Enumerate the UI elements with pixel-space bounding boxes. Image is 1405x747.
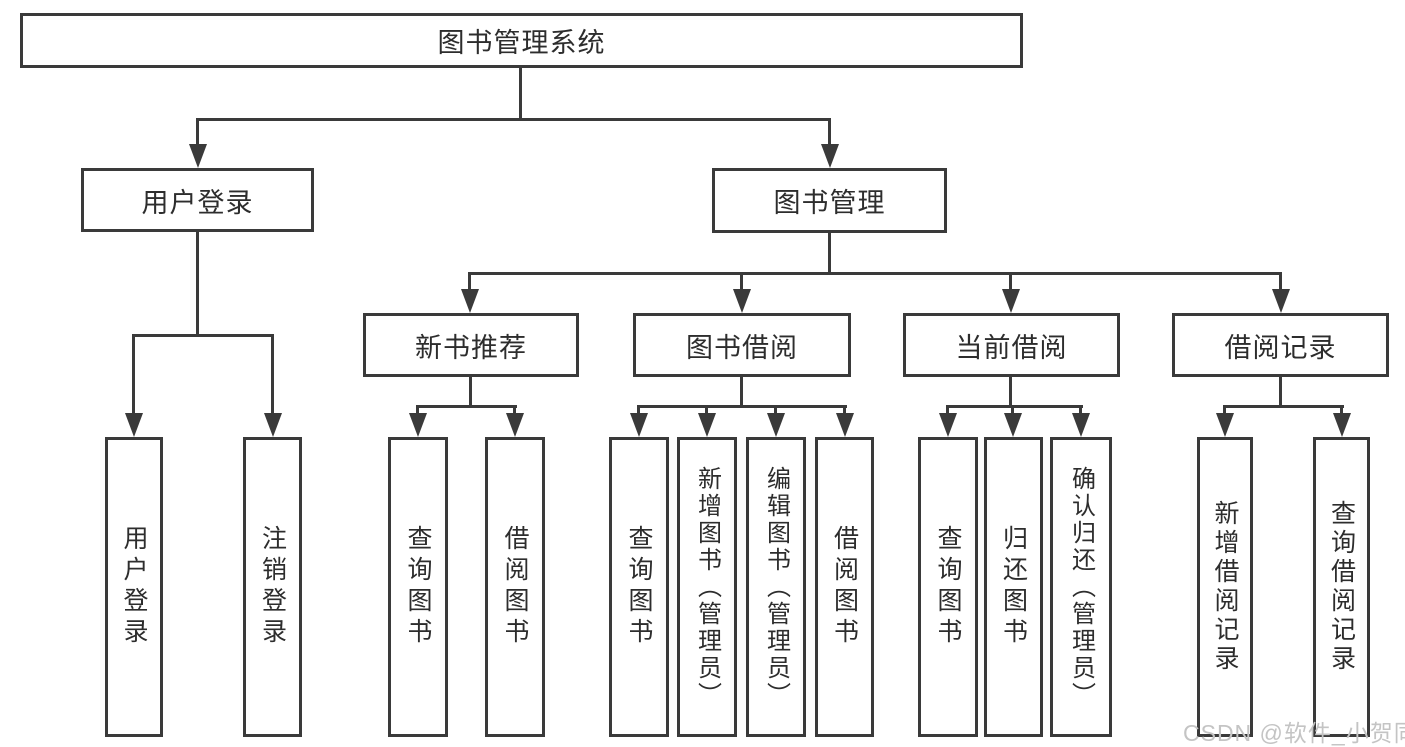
arrowhead-down xyxy=(767,413,785,437)
connector-line xyxy=(513,405,516,417)
connector-line xyxy=(196,232,199,336)
leaf-borrow-books-borrowing: 借阅图书 xyxy=(815,437,874,737)
connector-line xyxy=(1009,272,1012,294)
connector-line xyxy=(1011,405,1014,417)
arrowhead-down xyxy=(939,413,957,437)
leaf-query-borrow-record: 查询借阅记录 xyxy=(1313,437,1370,737)
arrowhead-down xyxy=(1072,413,1090,437)
leaf-query-books-borrowing: 查询图书 xyxy=(609,437,669,737)
connector-line xyxy=(1079,405,1082,417)
connector-line xyxy=(468,272,1282,275)
node-current-borrowing: 当前借阅 xyxy=(903,313,1120,377)
arrowhead-down xyxy=(264,413,282,437)
leaf-logout: 注销登录 xyxy=(243,437,302,737)
connector-line xyxy=(196,118,199,148)
connector-line xyxy=(1340,405,1343,417)
leaf-query-books-recommend: 查询图书 xyxy=(388,437,448,737)
connector-line xyxy=(946,405,1083,408)
connector-line xyxy=(637,405,640,417)
leaf-edit-book-admin: 编辑图书（管理员） xyxy=(746,437,806,737)
arrowhead-down xyxy=(1216,413,1234,437)
arrowhead-down xyxy=(409,413,427,437)
connector-line xyxy=(740,272,743,294)
node-book-management: 图书管理 xyxy=(712,168,947,233)
connector-line xyxy=(740,377,743,408)
arrowhead-down xyxy=(698,413,716,437)
arrowhead-down xyxy=(836,413,854,437)
node-new-book-recommend: 新书推荐 xyxy=(363,313,579,377)
connector-line xyxy=(469,377,472,408)
connector-line xyxy=(1009,377,1012,408)
connector-line xyxy=(1223,405,1344,408)
node-book-borrowing: 图书借阅 xyxy=(633,313,851,377)
connector-line xyxy=(828,233,831,275)
leaf-add-borrow-record: 新增借阅记录 xyxy=(1197,437,1253,737)
leaf-borrow-books-recommend: 借阅图书 xyxy=(485,437,545,737)
connector-line xyxy=(1223,405,1226,417)
leaf-query-books-current: 查询图书 xyxy=(918,437,978,737)
arrowhead-down xyxy=(733,289,751,313)
arrowhead-down xyxy=(1272,289,1290,313)
connector-line xyxy=(1279,377,1282,408)
leaf-confirm-return-admin: 确认归还（管理员） xyxy=(1050,437,1112,737)
connector-line xyxy=(519,67,522,118)
leaf-return-books: 归还图书 xyxy=(984,437,1043,737)
connector-line xyxy=(468,272,471,294)
connector-line xyxy=(828,118,831,148)
leaf-add-book-admin: 新增图书（管理员） xyxy=(677,437,737,737)
connector-line xyxy=(705,405,708,417)
node-user-login: 用户登录 xyxy=(81,168,314,232)
connector-line xyxy=(946,405,949,417)
connector-line xyxy=(197,118,831,121)
arrowhead-down xyxy=(1333,413,1351,437)
connector-line xyxy=(1279,272,1282,294)
arrowhead-down xyxy=(189,144,207,168)
connector-line xyxy=(416,405,419,417)
node-borrowing-records: 借阅记录 xyxy=(1172,313,1389,377)
arrowhead-down xyxy=(821,144,839,168)
arrowhead-down xyxy=(1002,289,1020,313)
leaf-user-login: 用户登录 xyxy=(105,437,163,737)
connector-line xyxy=(271,334,274,418)
arrowhead-down xyxy=(1004,413,1022,437)
connector-line xyxy=(843,405,846,417)
connector-line xyxy=(132,334,274,337)
connector-line xyxy=(637,405,847,408)
arrowhead-down xyxy=(125,413,143,437)
connector-line xyxy=(416,405,517,408)
arrowhead-down xyxy=(461,289,479,313)
arrowhead-down xyxy=(630,413,648,437)
csdn-watermark: CSDN @软件_小贺同学 xyxy=(1183,720,1405,746)
connector-line xyxy=(132,334,135,418)
node-book-management-system: 图书管理系统 xyxy=(20,13,1023,68)
arrowhead-down xyxy=(506,413,524,437)
connector-line xyxy=(774,405,777,417)
